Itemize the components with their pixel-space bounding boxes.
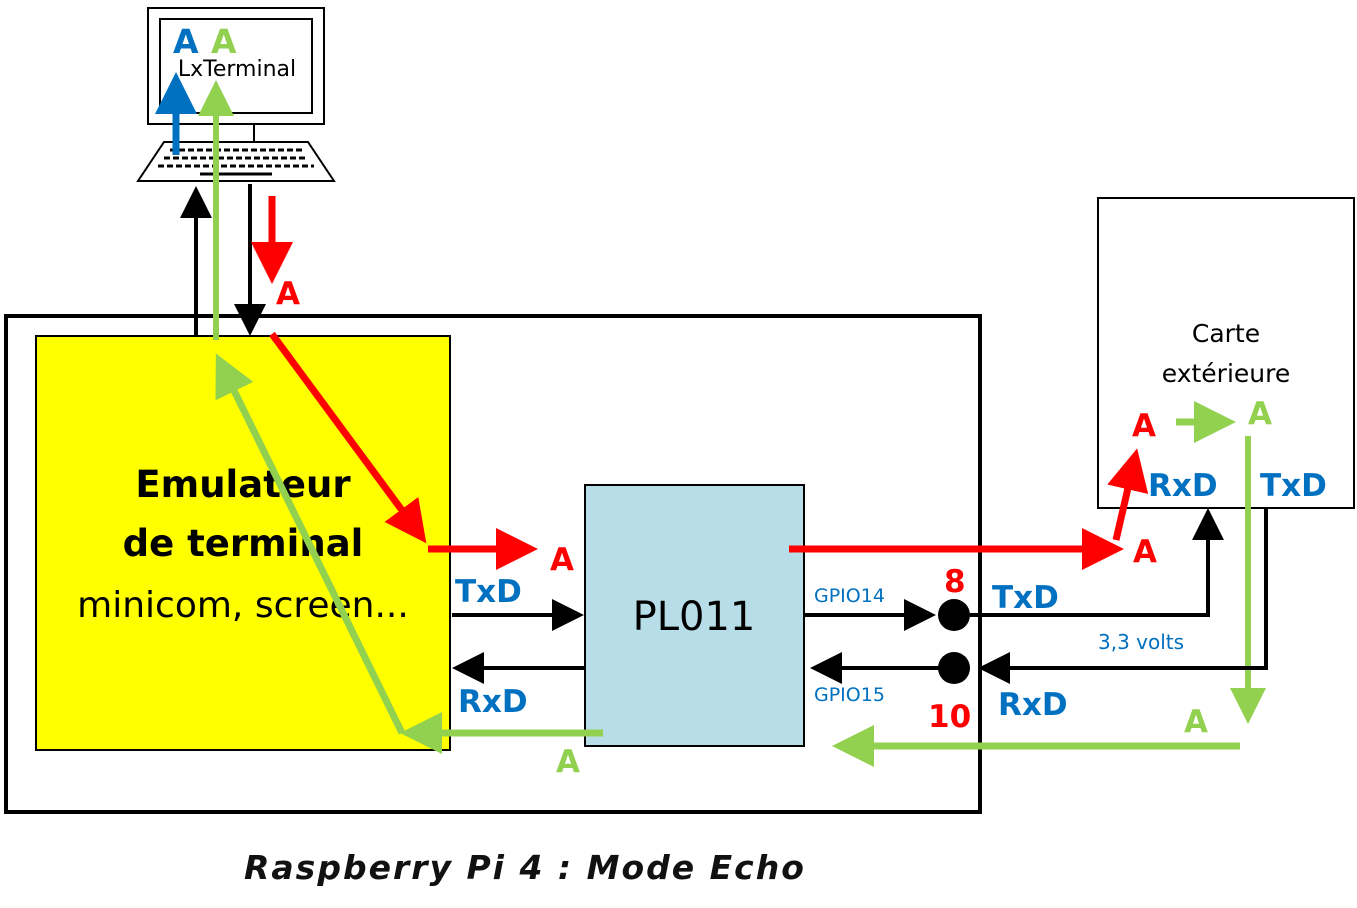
keypress-letter: A [276, 276, 300, 312]
pin-8-dot [938, 599, 970, 631]
red-letter-pl011: A [550, 542, 574, 578]
green-letter-board: A [1248, 396, 1272, 432]
gpio14-label: GPIO14 [814, 585, 885, 607]
pl011-block [584, 484, 805, 747]
pin-10-label: 10 [928, 699, 971, 735]
green-letter-pl011: A [556, 744, 580, 780]
external-board-title-line2: extérieure [1162, 359, 1290, 388]
lxterminal-label: LxTerminal [178, 57, 296, 82]
external-rxd-label: RxD [1148, 468, 1218, 504]
emulator-title-line2: de terminal [123, 522, 364, 565]
red-up-to-rxd-arrow [1107, 448, 1149, 541]
txd-label-left: TxD [455, 574, 522, 610]
green-diagonal-arrow [215, 353, 406, 735]
emulator-examples: minicom, screen... [77, 585, 409, 626]
diagram-caption: Raspberry Pi 4 : Mode Echo [244, 848, 806, 887]
txd-label-right: TxD [992, 580, 1059, 616]
screen-letter-blue: A [173, 22, 199, 61]
gpio15-label: GPIO15 [814, 684, 885, 706]
screen-letter-green: A [211, 22, 237, 61]
pl011-label: PL011 [633, 594, 756, 640]
green-letter-right: A [1184, 704, 1208, 740]
txd-wire-to-external [970, 508, 1224, 617]
external-txd-label: TxD [1260, 468, 1327, 504]
external-board [1097, 197, 1355, 509]
voltage-label: 3,3 volts [1098, 630, 1184, 654]
external-board-title-line1: Carte [1192, 319, 1260, 348]
red-diagonal-arrow [269, 331, 427, 544]
rxd-label-right: RxD [998, 687, 1068, 723]
pin-8-label: 8 [944, 564, 966, 600]
red-letter-external: A [1133, 534, 1157, 570]
rxd-wire-from-external [978, 508, 1268, 684]
rxd-label-left: RxD [458, 684, 528, 720]
pin-10-dot [938, 652, 970, 684]
keyboard-icon [136, 141, 336, 182]
emulator-title-line1: Emulateur [135, 463, 351, 506]
red-letter-board: A [1132, 408, 1156, 444]
